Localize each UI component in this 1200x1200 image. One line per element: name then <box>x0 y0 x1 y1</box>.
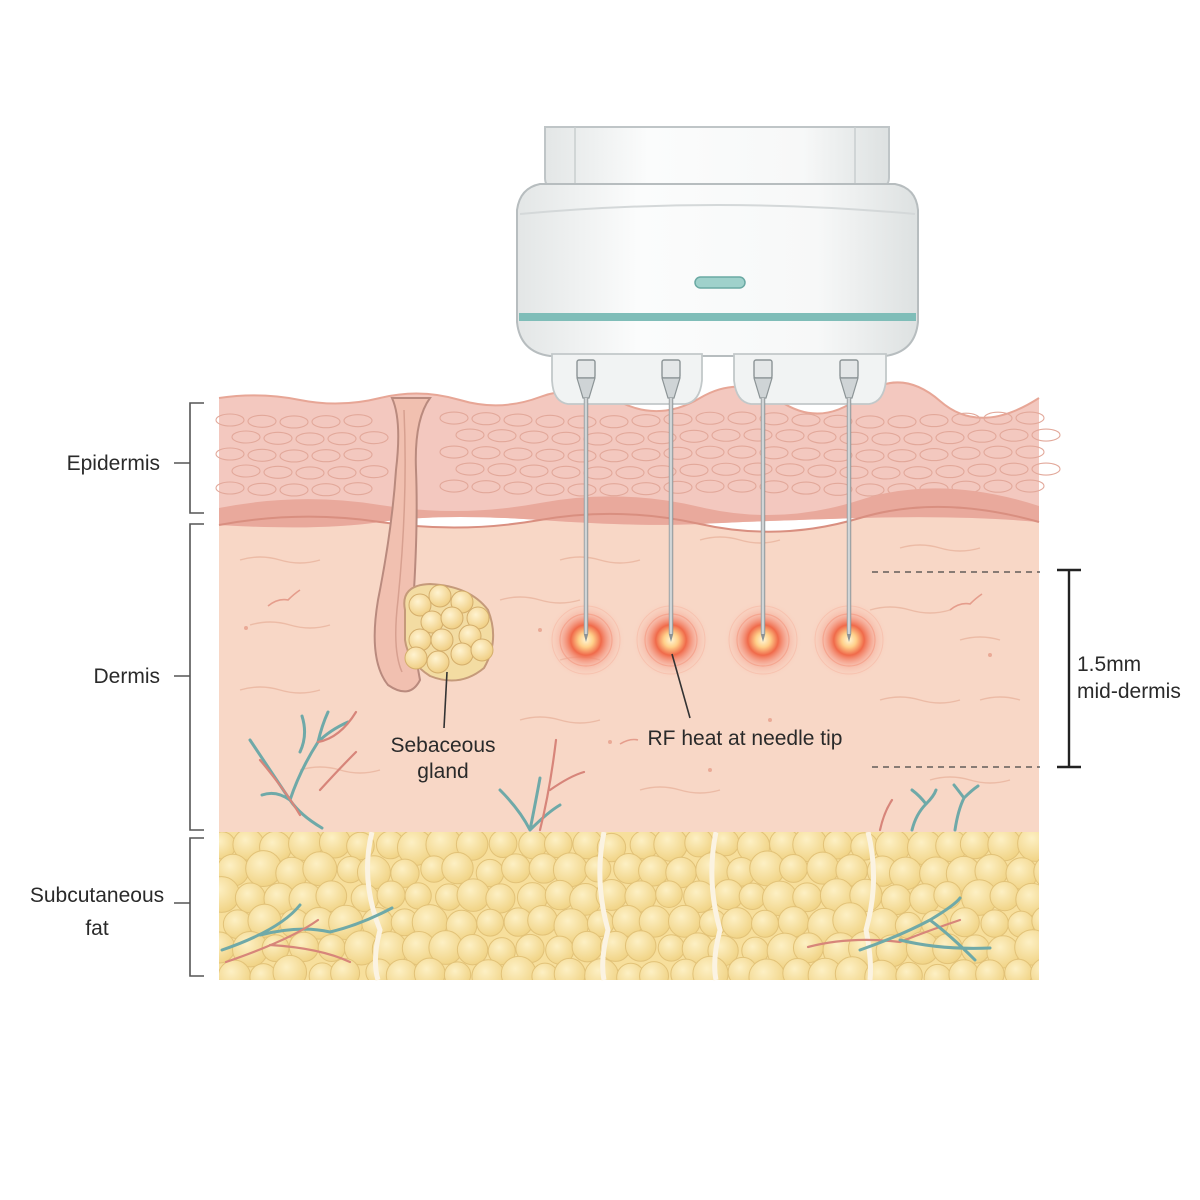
label-depth-value: 1.5mm <box>1077 653 1141 676</box>
accent-band <box>519 313 916 321</box>
skin-block <box>215 381 1061 981</box>
label-rf-heat: RF heat at needle tip <box>648 727 843 750</box>
sebaceous-gland <box>403 582 495 682</box>
gland-leader-line <box>443 671 448 729</box>
microneedle <box>661 359 681 642</box>
layer-brackets <box>174 402 204 977</box>
microneedle <box>839 359 859 642</box>
dermis-layer <box>219 506 1039 832</box>
indicator-light-icon <box>694 276 746 289</box>
microneedle <box>753 359 773 642</box>
hair-follicle <box>373 397 432 693</box>
rf-microneedling-handpiece <box>516 126 919 642</box>
label-fat: fat <box>85 917 109 940</box>
label-subcutaneous: Subcutaneous <box>30 884 164 907</box>
microneedle <box>576 359 596 642</box>
label-dermis: Dermis <box>94 665 161 688</box>
subcutaneous-fat-layer <box>219 830 1039 981</box>
label-sebaceous: Sebaceous <box>390 734 495 757</box>
depth-indicator <box>872 568 1081 769</box>
label-epidermis: Epidermis <box>67 452 160 475</box>
label-gland: gland <box>417 760 468 783</box>
rf-heat-leader-line <box>671 653 691 719</box>
label-depth-region: mid-dermis <box>1077 680 1181 703</box>
